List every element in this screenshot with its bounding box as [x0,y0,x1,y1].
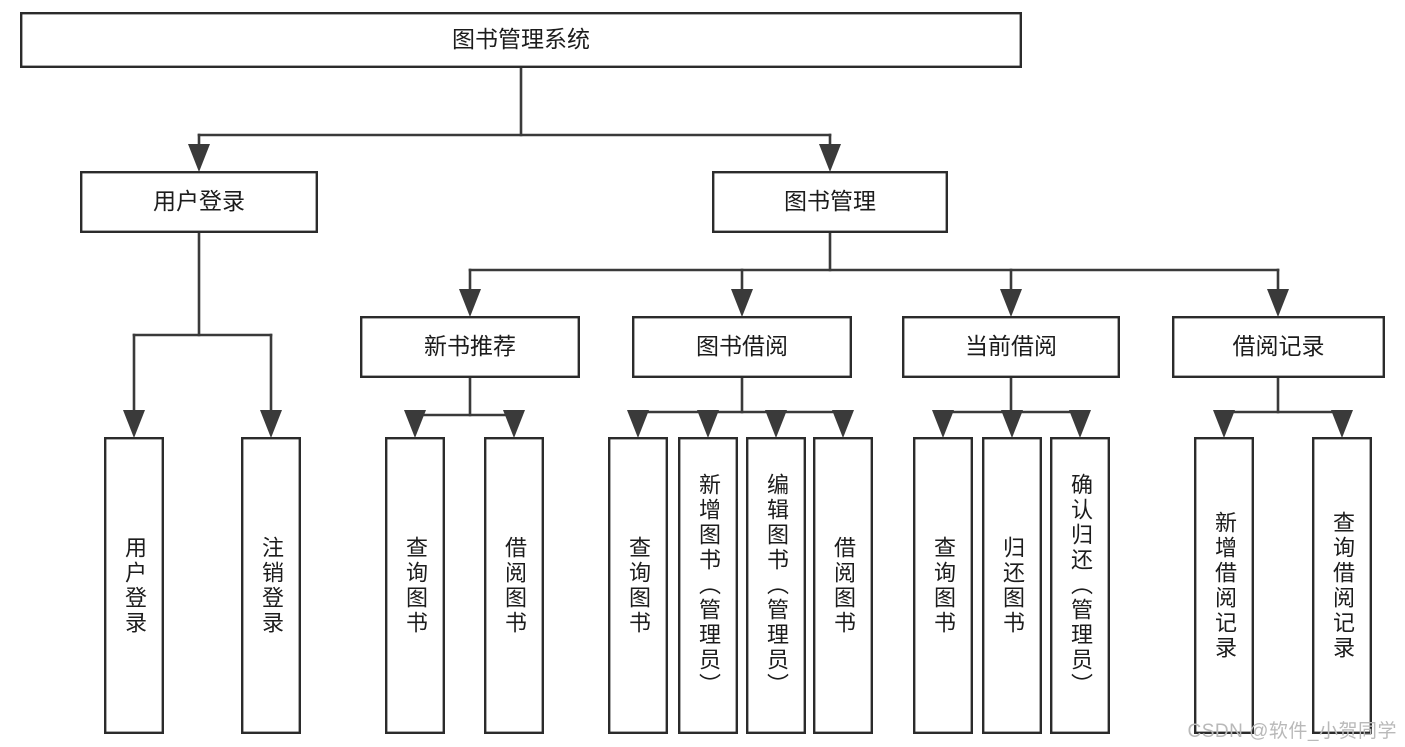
arrow-head-icon [1001,410,1023,438]
arrow-head-icon [765,410,787,438]
node-label-current: 当前借阅 [965,333,1057,359]
arrow-head-icon [459,289,481,317]
arrow-head-icon [832,410,854,438]
node-box-leaf-4[interactable] [484,437,545,735]
node-box-root[interactable] [20,11,1022,68]
node-label-records: 借阅记录 [1233,333,1325,359]
node-box-leaf-13[interactable] [1311,437,1372,735]
node-label-login: 用户登录 [153,188,245,214]
arrow-head-icon [188,144,210,172]
node-box-bookmgmt[interactable] [712,170,949,233]
arrow-head-icon [819,144,841,172]
node-box-leaf-5[interactable] [608,437,669,735]
node-box-leaf-8[interactable] [813,437,874,735]
node-box-records[interactable] [1171,316,1385,379]
arrow-head-icon [1213,410,1235,438]
arrow-head-icon [627,410,649,438]
node-box-login[interactable] [79,170,319,233]
arrow-head-icon [123,410,145,438]
watermark-text: CSDN @软件_小贺同学 [1187,721,1397,742]
node-box-current[interactable] [902,316,1121,379]
node-box-leaf-9[interactable] [913,437,974,735]
arrow-head-icon [697,410,719,438]
node-box-leaf-6[interactable] [678,437,739,735]
arrow-head-icon [404,410,426,438]
arrow-head-icon [503,410,525,438]
edges-layer [123,66,1353,438]
arrow-head-icon [1000,289,1022,317]
node-label-bookmgmt: 图书管理 [784,188,876,214]
node-box-leaf-7[interactable] [746,437,807,735]
node-box-leaf-2[interactable] [240,437,301,735]
arrow-head-icon [731,289,753,317]
node-box-newbook[interactable] [360,316,581,379]
node-box-leaf-11[interactable] [1049,437,1110,735]
arrow-head-icon [1069,410,1091,438]
node-label-root: 图书管理系统 [452,26,590,52]
boxes-layer [20,11,1385,735]
arrow-head-icon [1267,289,1289,317]
arrow-head-icon [1331,410,1353,438]
node-label-borrow: 图书借阅 [696,333,788,359]
node-box-borrow[interactable] [632,316,853,379]
node-box-leaf-1[interactable] [103,437,164,735]
arrow-head-icon [260,410,282,438]
node-label-newbook: 新书推荐 [424,333,516,359]
node-box-leaf-3[interactable] [385,437,446,735]
node-box-leaf-10[interactable] [982,437,1043,735]
node-box-leaf-12[interactable] [1193,437,1254,735]
arrow-head-icon [932,410,954,438]
